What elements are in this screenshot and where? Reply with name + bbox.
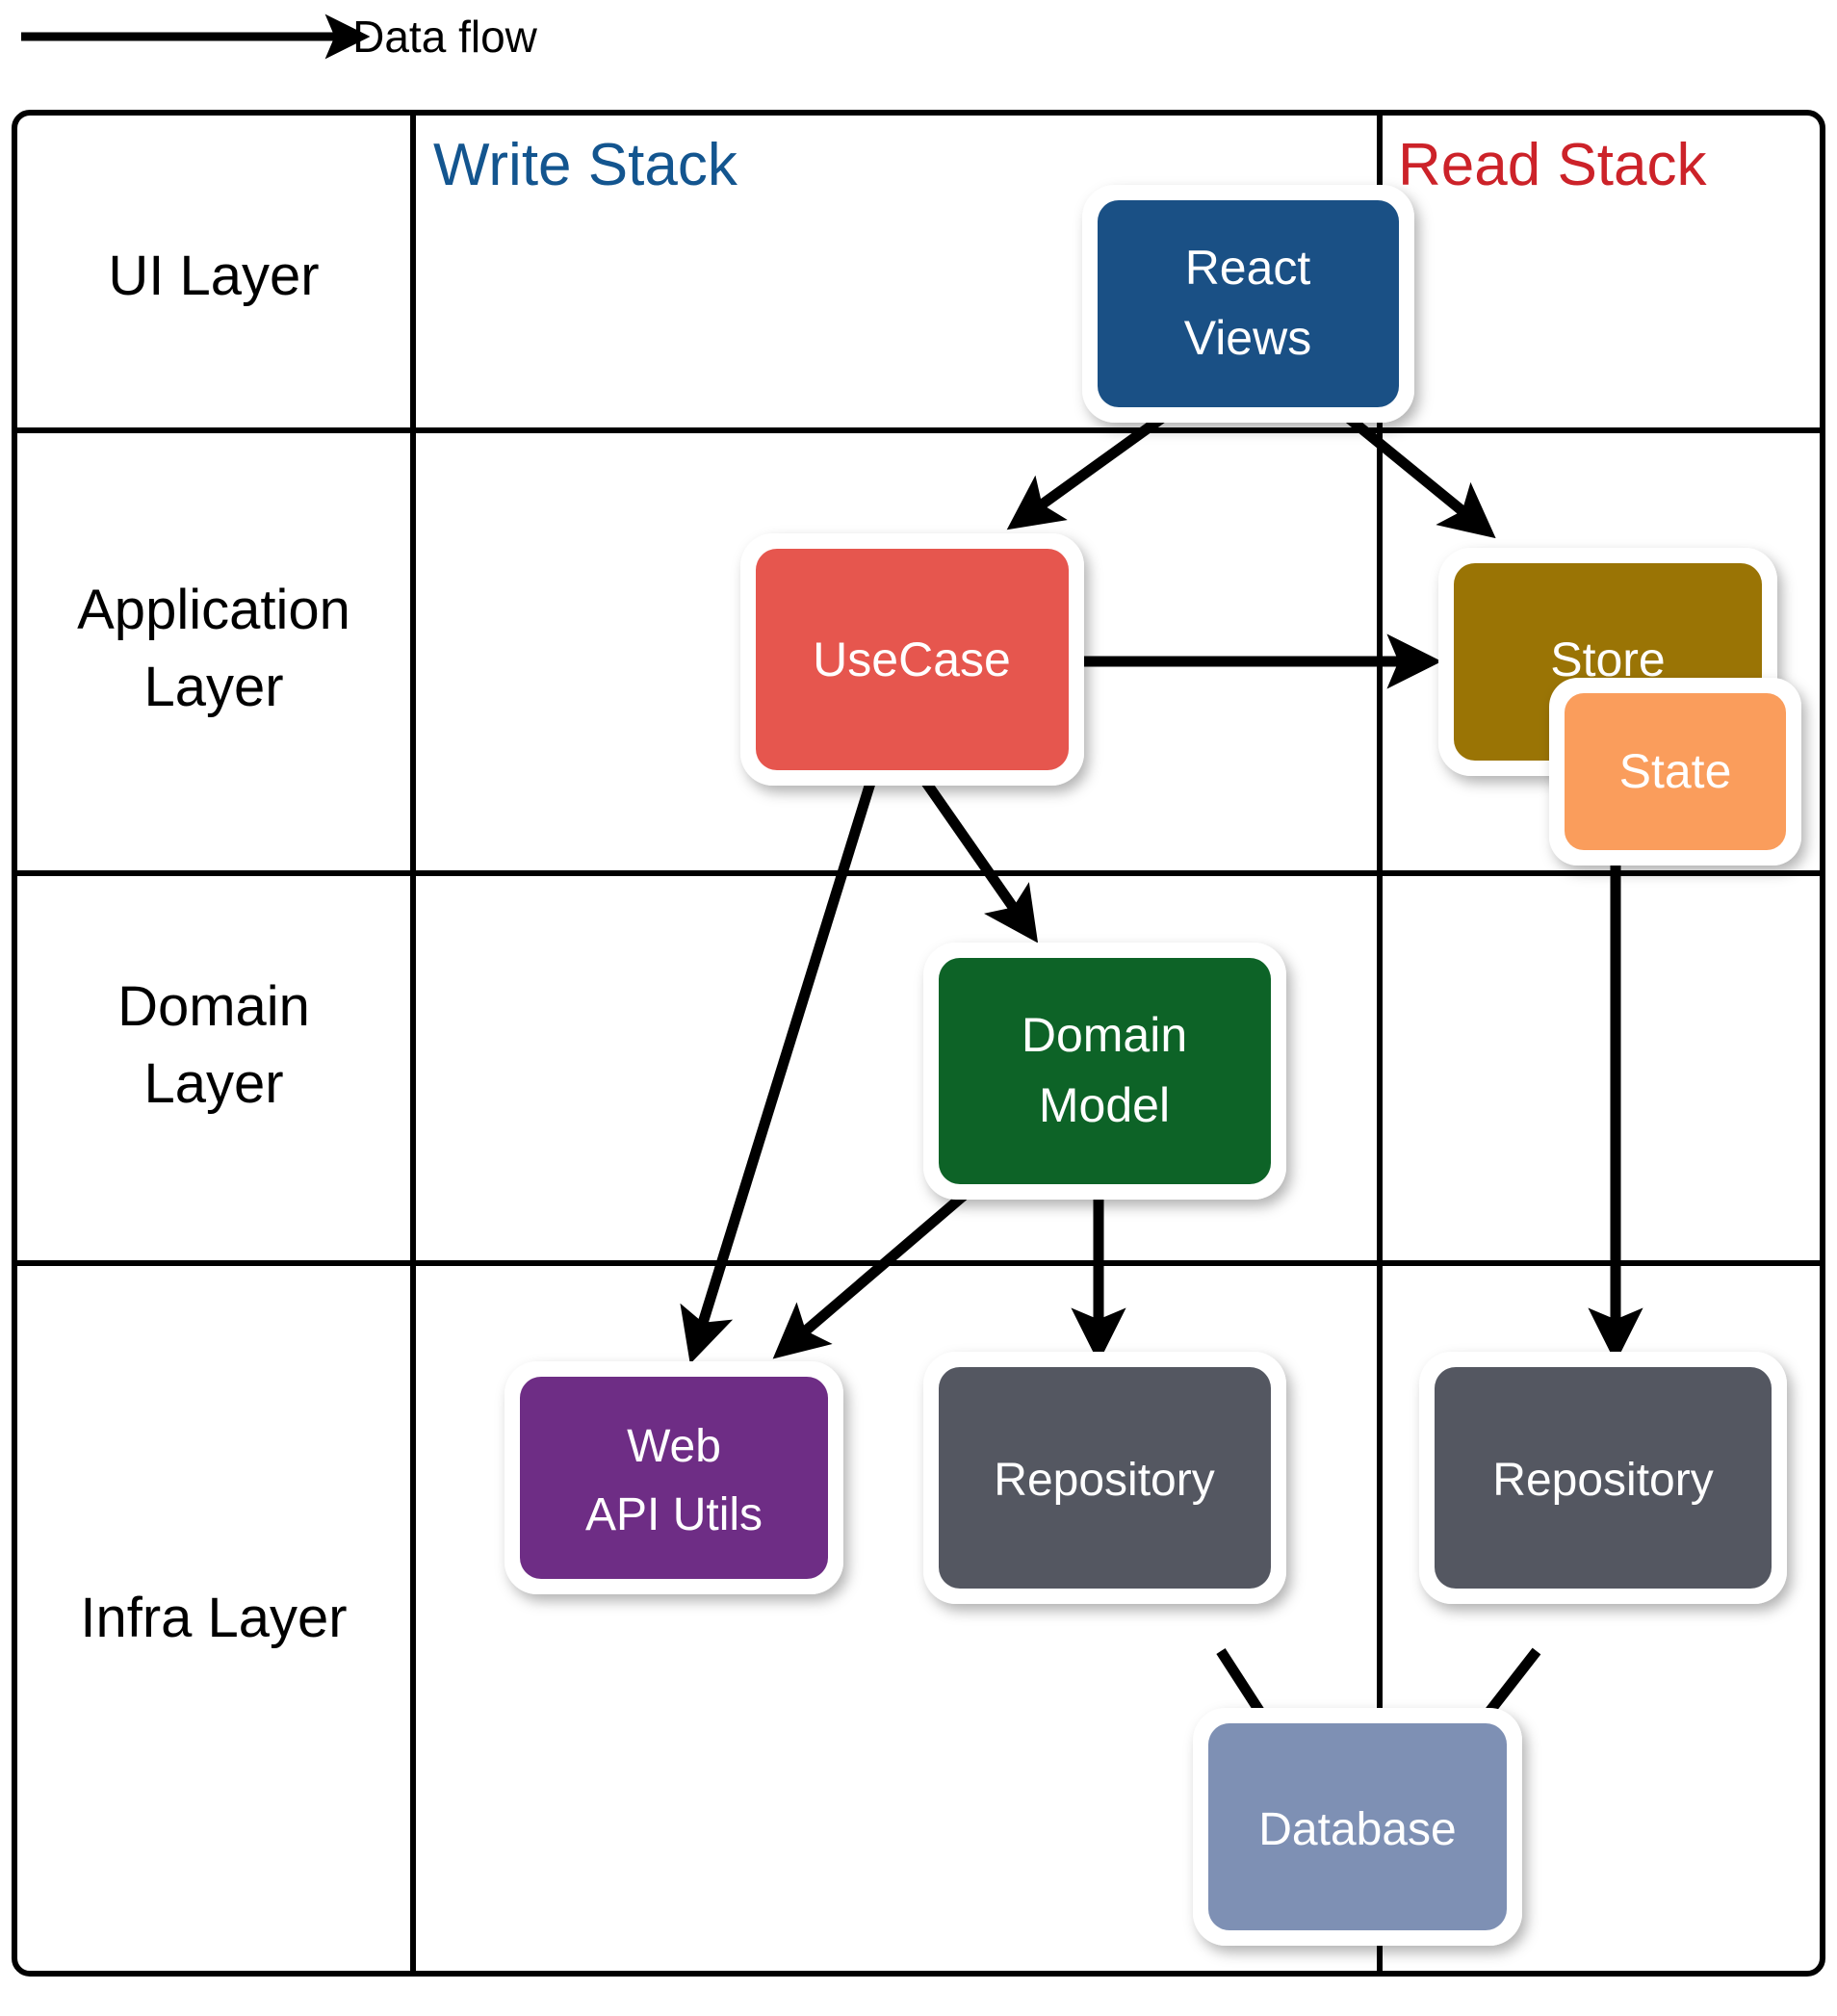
node-usecase-body	[756, 549, 1069, 770]
node-web-api-utils[interactable]: Web API Utils	[505, 1361, 843, 1594]
node-react-views-label-line2: Views	[1184, 311, 1311, 365]
row-label-ui-layer: UI Layer	[108, 245, 319, 307]
legend-label: Data flow	[352, 12, 538, 62]
node-web-api-utils-label-line1: Web	[627, 1421, 721, 1472]
legend: Data flow	[21, 12, 538, 62]
edge-domain-model-to-web-api-utils	[772, 1189, 970, 1359]
node-database-body	[1208, 1723, 1507, 1930]
node-store-label: Store	[1550, 633, 1666, 686]
node-usecase[interactable]: UseCase	[740, 533, 1084, 786]
node-repository-read[interactable]: Repository	[1419, 1352, 1787, 1604]
row-label-application-layer-line1: Application	[77, 579, 350, 641]
node-domain-model-body	[939, 958, 1271, 1184]
column-header-read-stack: Read Stack	[1398, 132, 1708, 198]
node-react-views[interactable]: React Views	[1082, 185, 1414, 423]
node-web-api-utils-label-line2: API Utils	[585, 1489, 763, 1540]
row-label-domain-layer-line2: Layer	[143, 1052, 283, 1115]
node-web-api-utils-body	[520, 1377, 828, 1579]
row-label-domain-layer-line1: Domain	[117, 975, 310, 1038]
node-repository-read-label: Repository	[1492, 1455, 1713, 1506]
node-react-views-label-line1: React	[1185, 241, 1311, 295]
grid-outline	[12, 110, 1825, 1977]
node-state-body	[1565, 693, 1786, 850]
node-database-label: Database	[1258, 1804, 1456, 1855]
row-label-application-layer-line2: Layer	[143, 656, 283, 718]
node-usecase-label: UseCase	[813, 633, 1011, 686]
edge-usecase-to-domain-model	[919, 776, 1039, 943]
node-state[interactable]: State	[1549, 678, 1801, 866]
node-state-label: State	[1619, 744, 1732, 798]
row-labels: UI Layer Application Layer Domain Layer …	[77, 245, 350, 1649]
node-domain-model[interactable]: Domain Model	[923, 943, 1286, 1200]
node-react-views-body	[1098, 200, 1399, 407]
node-domain-model-label-line1: Domain	[1022, 1008, 1187, 1062]
edges	[680, 411, 1643, 1774]
row-label-infra-layer: Infra Layer	[80, 1587, 347, 1649]
column-headers: Write Stack Read Stack	[433, 132, 1708, 198]
node-domain-model-label-line2: Model	[1039, 1078, 1170, 1132]
column-header-write-stack: Write Stack	[433, 132, 738, 198]
edge-usecase-to-web-api-utils	[680, 778, 877, 1364]
node-repository-read-body	[1435, 1367, 1772, 1589]
node-repository-write-body	[939, 1367, 1271, 1589]
edge-react-views-to-usecase	[1006, 411, 1169, 530]
node-repository-write-label: Repository	[994, 1455, 1214, 1506]
node-repository-write[interactable]: Repository	[923, 1352, 1286, 1604]
layer-grid	[12, 110, 1825, 1977]
node-database[interactable]: Database	[1193, 1708, 1522, 1946]
edge-react-views-to-store	[1342, 411, 1496, 539]
